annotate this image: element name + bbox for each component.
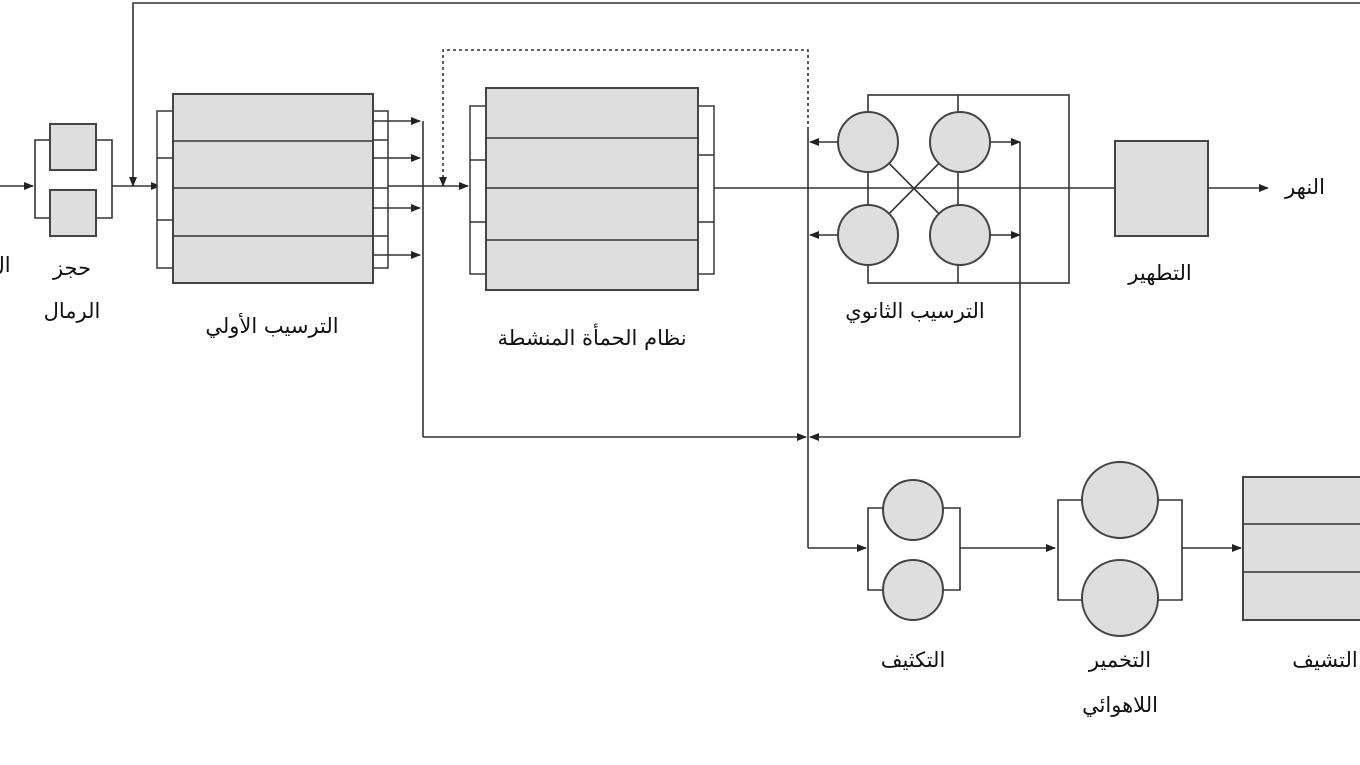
thickening-label: التكثيف [881, 648, 946, 672]
anaerobic-digestion-label-2: اللاهوائي [1082, 693, 1158, 717]
secondary-settling-label: الترسيب الثانوي [845, 299, 984, 323]
inlet-flow: ال [0, 182, 34, 277]
primary-settling-unit: الترسيب الأولي [156, 93, 469, 437]
grit-removal-unit: حجز الرمال [34, 123, 161, 323]
disinfection-label: التطهير [1127, 261, 1191, 285]
primary-settling-label: الترسيب الأولي [205, 313, 338, 338]
dewatering-unit: التشيف [1242, 476, 1360, 672]
anaerobic-digestion-label: التخمير [1088, 648, 1151, 672]
thickening-unit: التكثيف [867, 479, 1056, 672]
anaerobic-digestion-unit: التخمير اللاهوائي [1057, 461, 1242, 717]
top-return-line [129, 2, 1360, 187]
grit-removal-label: حجز [52, 256, 91, 280]
disinfection-unit: التطهير النهر [1114, 140, 1325, 285]
inlet-label: ال [0, 253, 11, 277]
grit-removal-label-2: الرمال [44, 299, 101, 323]
river-label: النهر [1284, 175, 1325, 199]
sludge-collection-line [423, 433, 1020, 552]
sludge-return-dotted-line [439, 49, 809, 187]
activated-sludge-unit: نظام الحمأة المنشطة [469, 87, 1115, 350]
activated-sludge-label: نظام الحمأة المنشطة [497, 323, 686, 350]
secondary-settling-unit: الترسيب الثانوي [807, 94, 1070, 548]
dewatering-label: التشيف [1292, 648, 1357, 672]
